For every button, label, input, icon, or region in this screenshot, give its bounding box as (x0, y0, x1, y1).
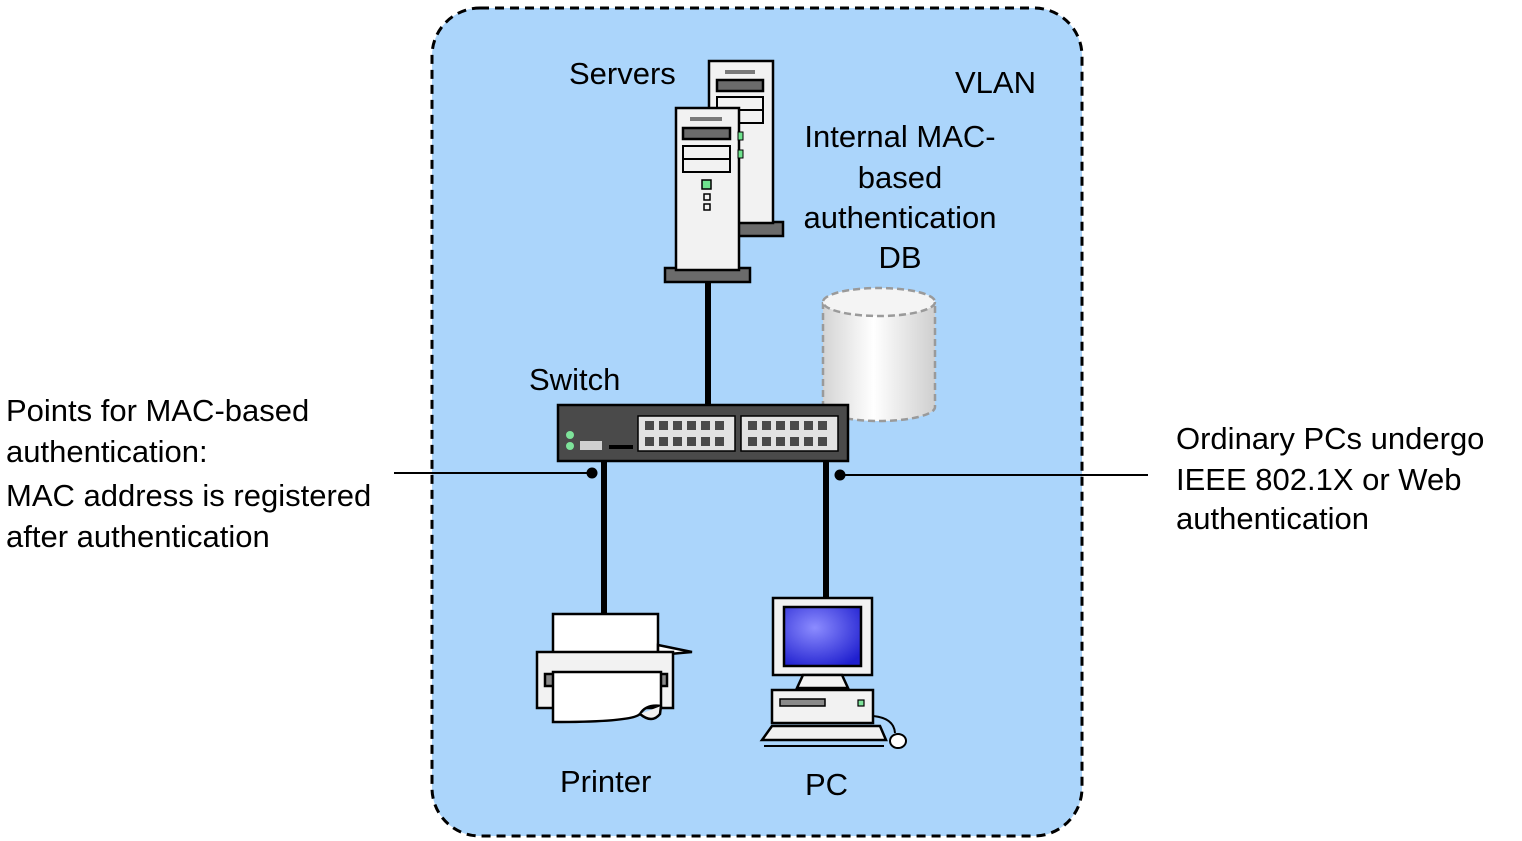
left-note-line1: Points for MAC-based (6, 393, 309, 428)
right-note-line2: IEEE 802.1X or Web (1176, 462, 1461, 497)
printer-icon (535, 612, 693, 724)
db-label-line4: DB (878, 240, 921, 275)
printer-label: Printer (560, 764, 651, 799)
left-callout-dot (586, 467, 598, 479)
server-tower-icon (663, 59, 785, 284)
db-label-line2: based (858, 160, 942, 195)
pc-label: PC (805, 767, 848, 802)
vlan-label: VLAN (955, 65, 1036, 100)
left-note-line2: authentication: (6, 434, 208, 469)
left-note-line4: after authentication (6, 519, 270, 554)
network-switch-icon (556, 403, 850, 463)
right-note-line3: authentication (1176, 501, 1369, 536)
servers-label: Servers (569, 56, 676, 91)
desktop-computer-icon (759, 596, 907, 749)
connection-lines (601, 282, 829, 614)
right-callout-dot (834, 469, 846, 481)
left-note-line3: MAC address is registered (6, 478, 371, 513)
switch-label: Switch (529, 362, 620, 397)
database-cylinder-icon (821, 286, 937, 423)
right-note-line1: Ordinary PCs undergo (1176, 421, 1484, 456)
callout-lines (394, 467, 1148, 481)
db-label-line1: Internal MAC- (804, 119, 995, 154)
db-label-line3: authentication (803, 200, 996, 235)
